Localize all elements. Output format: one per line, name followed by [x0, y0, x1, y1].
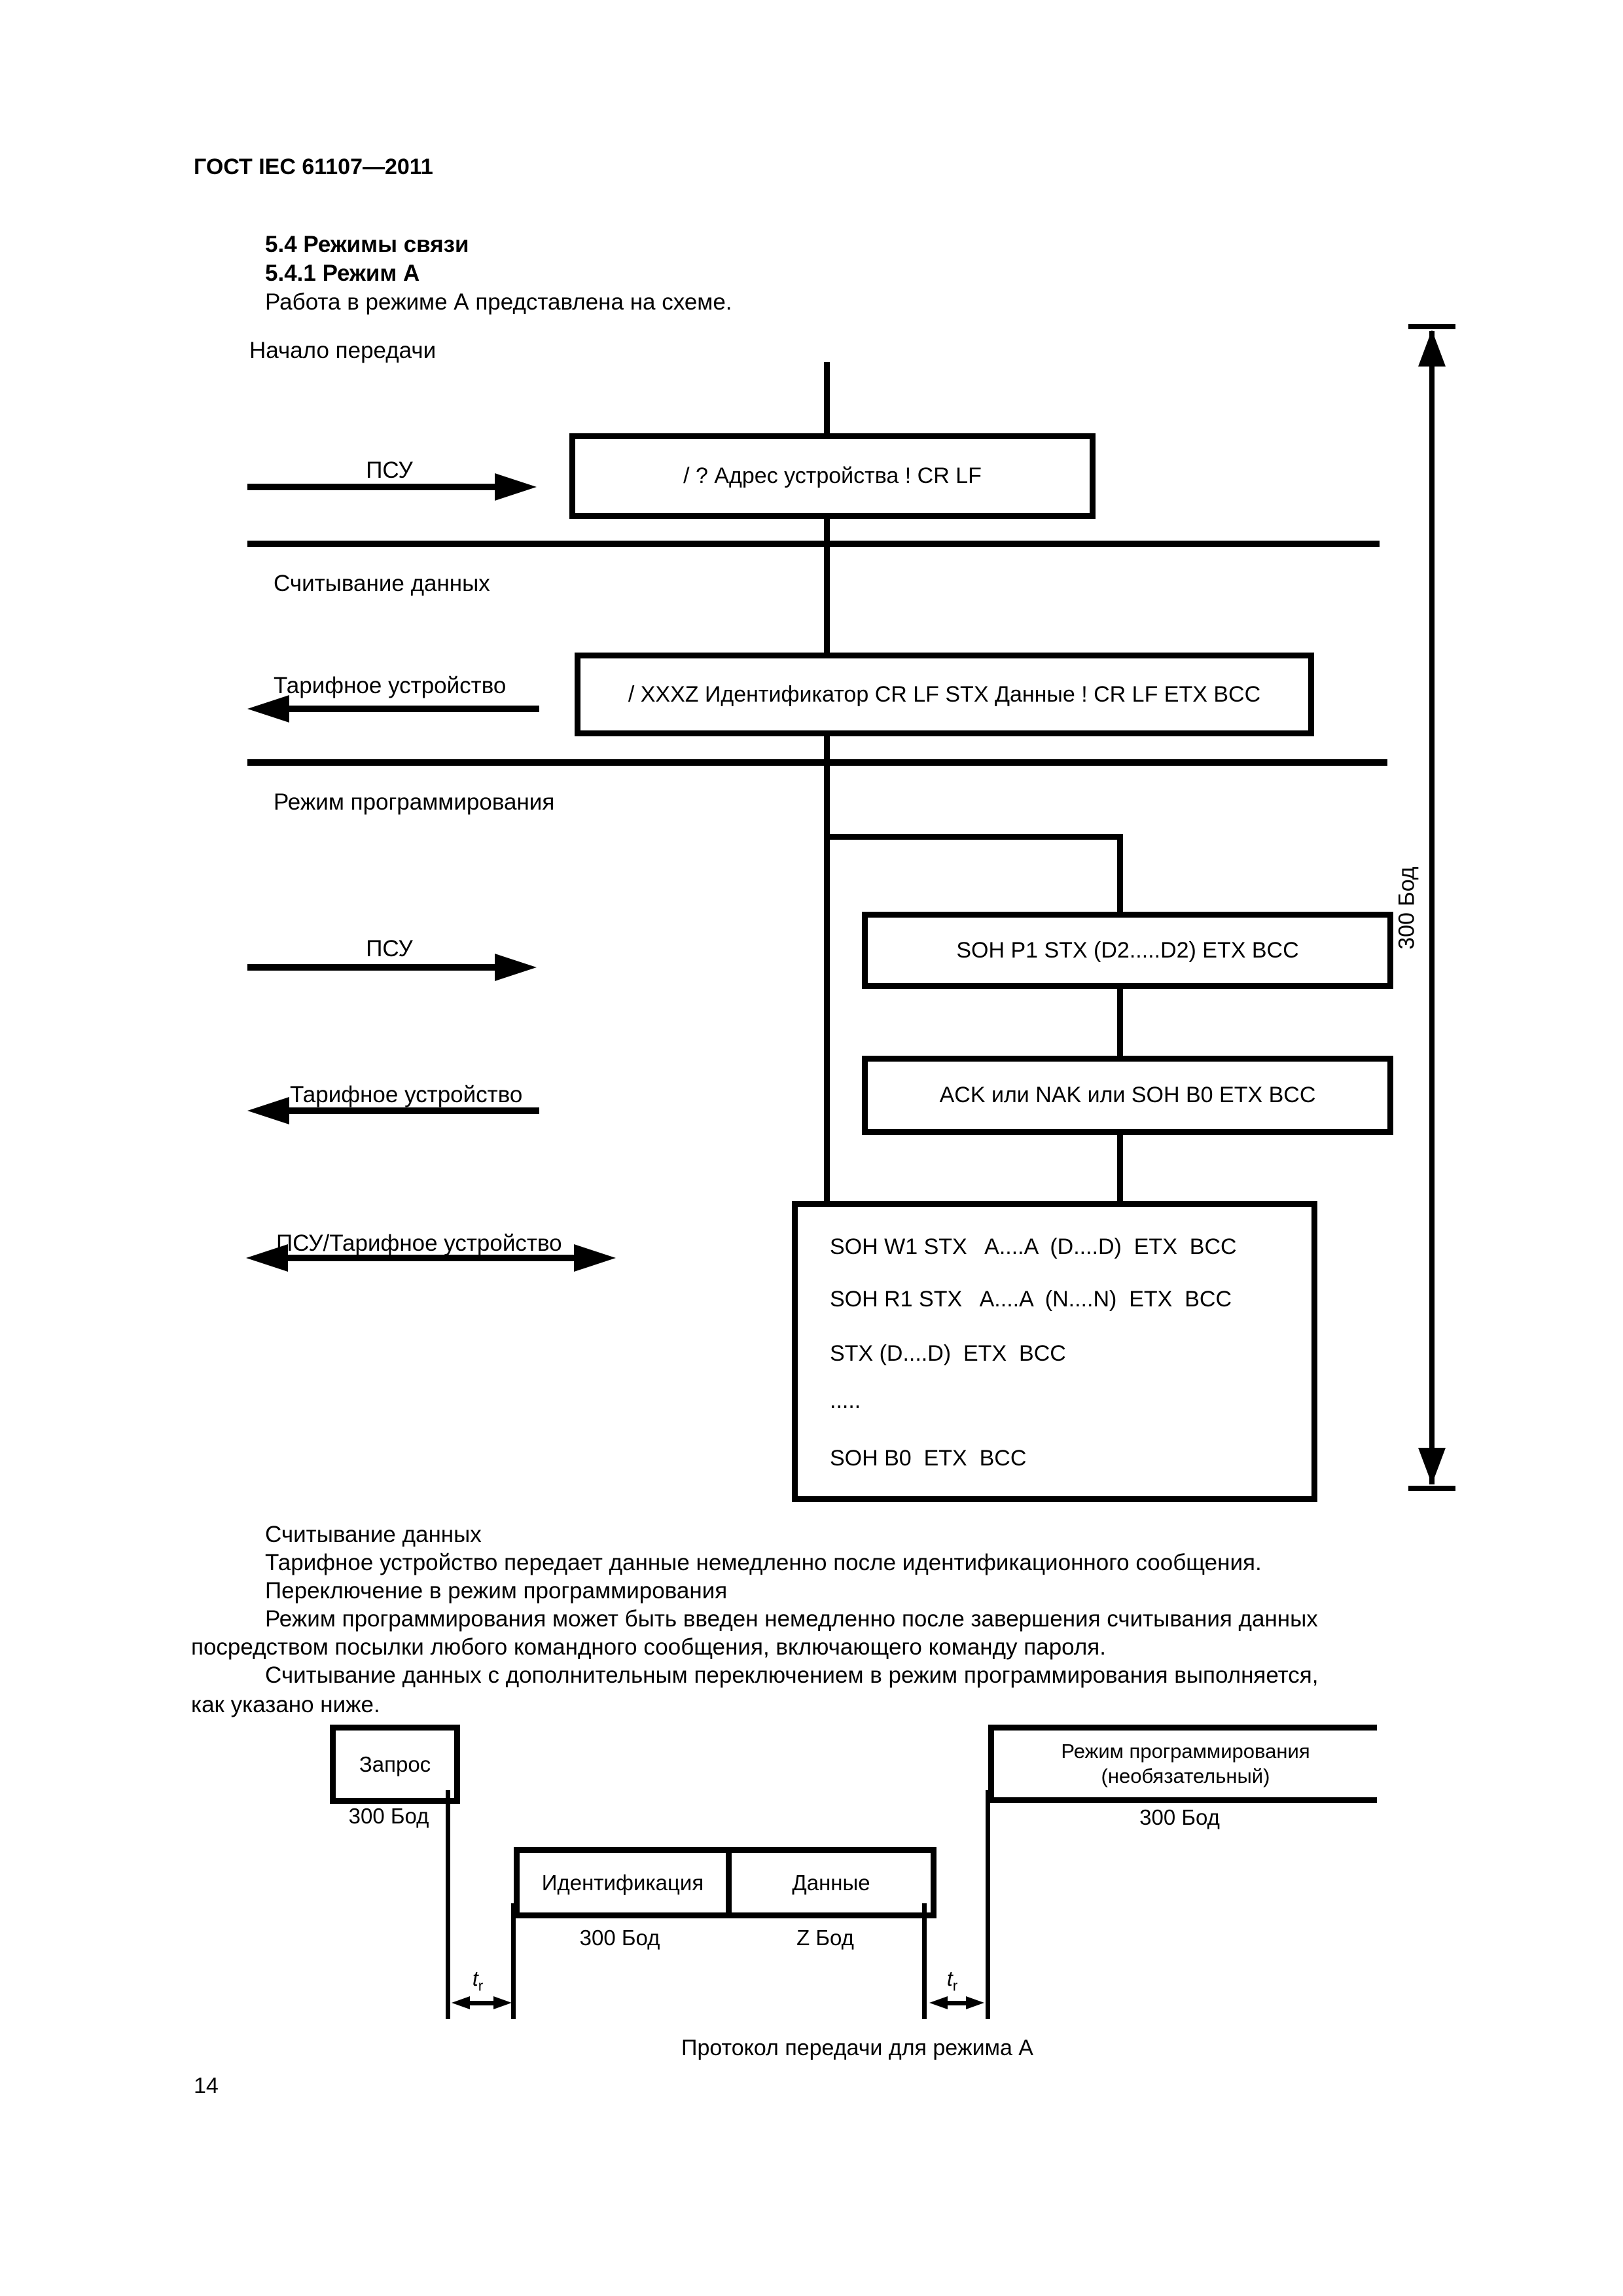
timing-box-request-text: Запрос: [359, 1751, 431, 1776]
command-line-4: .....: [830, 1388, 861, 1413]
figure-caption: Протокол передачи для режима А: [681, 2036, 1033, 2060]
start-of-transmission-label: Начало передачи: [249, 338, 437, 363]
message-box-commands: SOH W1 STX A....A (D....D) ETX BCC SOH R…: [792, 1201, 1317, 1502]
timing-request-baud-label: 300 Бод: [348, 1804, 429, 1828]
paragraph-line-1: Считывание данных: [265, 1522, 482, 1547]
tr-arrow-1-right-head-icon: [493, 1996, 512, 2009]
timing-box-data-text: Данные: [792, 1870, 870, 1895]
timing-box-programming: Режим программирования (необязательный): [988, 1725, 1377, 1803]
message-box-identification: / XXXZ Идентификатор CR LF STX Данные ! …: [575, 653, 1314, 736]
arrow-right-3-head-icon: [495, 954, 537, 981]
page-header: ГОСТ IEC 61107—2011: [194, 154, 433, 179]
message-box-identification-text: / XXXZ Идентификатор CR LF STX Данные ! …: [628, 681, 1261, 707]
measure-arrow-up-head-icon: [1418, 330, 1446, 367]
arrow-right-1-head-icon: [495, 473, 537, 501]
timing-box-ident-data: Идентификация Данные: [514, 1847, 936, 1918]
actor-label-tariff-2: Тарифное устройство: [290, 1082, 523, 1107]
message-box-soh-p1: SOH P1 STX (D2.....D2) ETX BCC: [862, 912, 1393, 989]
arrow-left-2-head-icon: [247, 695, 289, 723]
timing-box-identification-text: Идентификация: [541, 1870, 704, 1895]
message-box-request-text: / ? Адрес устройства ! CR LF: [683, 463, 982, 488]
arrow-left-2-line: [288, 706, 539, 712]
arrow-left-4-line: [288, 1107, 539, 1114]
branch-vertical-line: [1117, 834, 1123, 1201]
timing-box-programming-line1: Режим программирования: [1061, 1740, 1310, 1763]
tr-arrow-1-line: [467, 2001, 495, 2005]
center-connector-line: [824, 362, 830, 1201]
timing-box-divider: [726, 1853, 732, 1912]
timing-drop-line-1: [446, 1790, 450, 2019]
timing-box-request: Запрос: [330, 1725, 460, 1804]
tr-arrow-1-left-head-icon: [452, 1996, 470, 2009]
timing-ident-baud-label: 300 Бод: [579, 1926, 660, 1950]
intro-text: Работа в режиме А представлена на схеме.: [265, 289, 732, 315]
baud-rate-vertical-label: 300 Бод: [1394, 867, 1419, 950]
paragraph-line-4: Режим программирования может быть введен…: [265, 1606, 1318, 1632]
actor-label-psu-1: ПСУ: [366, 457, 413, 483]
measure-arrow-bottom-cap: [1408, 1486, 1455, 1491]
paragraph-line-7: как указано ниже.: [191, 1692, 380, 1717]
tr-label-2: tr: [946, 1967, 958, 1994]
paragraph-line-6: Считывание данных с дополнительным перек…: [265, 1662, 1319, 1688]
data-readout-label: Считывание данных: [274, 571, 490, 596]
command-line-5: SOH B0 ETX BCC: [830, 1446, 1027, 1471]
command-line-1: SOH W1 STX A....A (D....D) ETX BCC: [830, 1234, 1237, 1259]
heading-5-4: 5.4 Режимы связи: [265, 232, 469, 257]
paragraph-line-2: Тарифное устройство передает данные неме…: [265, 1550, 1262, 1575]
timing-drop-line-4: [986, 1790, 990, 2019]
paragraph-line-5: посредством посылки любого командного со…: [191, 1634, 1106, 1660]
tr-arrow-2-right-head-icon: [966, 1996, 984, 2009]
command-line-3: STX (D....D) ETX BCC: [830, 1341, 1066, 1366]
arrow-both-5-right-head-icon: [574, 1244, 616, 1272]
heading-5-4-1: 5.4.1 Режим А: [265, 260, 420, 286]
measure-arrow-line: [1429, 331, 1435, 1484]
message-box-ack-nak: ACK или NAK или SOH B0 ETX BCC: [862, 1056, 1393, 1135]
branch-horizontal-line: [824, 834, 1123, 840]
actor-label-psu-2: ПСУ: [366, 936, 413, 961]
timing-drop-line-2: [511, 1903, 516, 2019]
arrow-right-3-line: [247, 964, 497, 971]
message-box-request: / ? Адрес устройства ! CR LF: [569, 433, 1096, 519]
timing-drop-line-3: [922, 1903, 927, 2019]
tr-arrow-2-line: [945, 2001, 969, 2005]
tr-arrow-2-left-head-icon: [929, 1996, 948, 2009]
tr-label-1: tr: [472, 1967, 484, 1994]
timing-prog-baud-label: 300 Бод: [1139, 1805, 1220, 1829]
page-number: 14: [194, 2073, 219, 2098]
measure-arrow-top-cap: [1408, 324, 1455, 329]
message-box-ack-nak-text: ACK или NAK или SOH B0 ETX BCC: [939, 1083, 1316, 1107]
paragraph-line-3: Переключение в режим программирования: [265, 1578, 728, 1604]
arrow-both-5-line: [285, 1255, 577, 1261]
actor-label-both: ПСУ/Тарифное устройство: [276, 1230, 562, 1256]
message-box-soh-p1-text: SOH P1 STX (D2.....D2) ETX BCC: [956, 937, 1299, 963]
timing-box-programming-line2: (необязательный): [1101, 1765, 1270, 1787]
separator-line-2: [247, 759, 1387, 766]
programming-mode-label: Режим программирования: [274, 789, 555, 815]
arrow-both-5-left-head-icon: [246, 1244, 288, 1272]
command-line-2: SOH R1 STX A....A (N....N) ETX BCC: [830, 1287, 1232, 1312]
timing-data-baud-label: Z Бод: [796, 1926, 854, 1950]
separator-line-1: [247, 541, 1380, 547]
actor-label-tariff-1: Тарифное устройство: [274, 673, 507, 698]
measure-arrow-down-head-icon: [1418, 1448, 1446, 1484]
arrow-left-4-head-icon: [247, 1097, 289, 1124]
arrow-right-1-line: [247, 484, 497, 490]
